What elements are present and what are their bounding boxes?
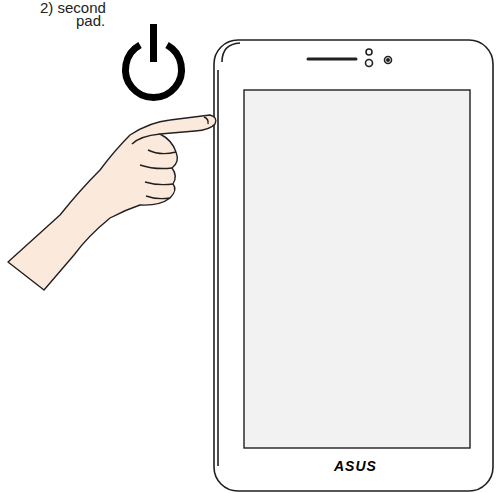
power-icon — [125, 24, 181, 98]
instruction-text: pad. — [76, 13, 105, 29]
brand-logo: ASUS — [334, 458, 377, 474]
tablet — [214, 40, 493, 491]
hand — [8, 115, 216, 290]
